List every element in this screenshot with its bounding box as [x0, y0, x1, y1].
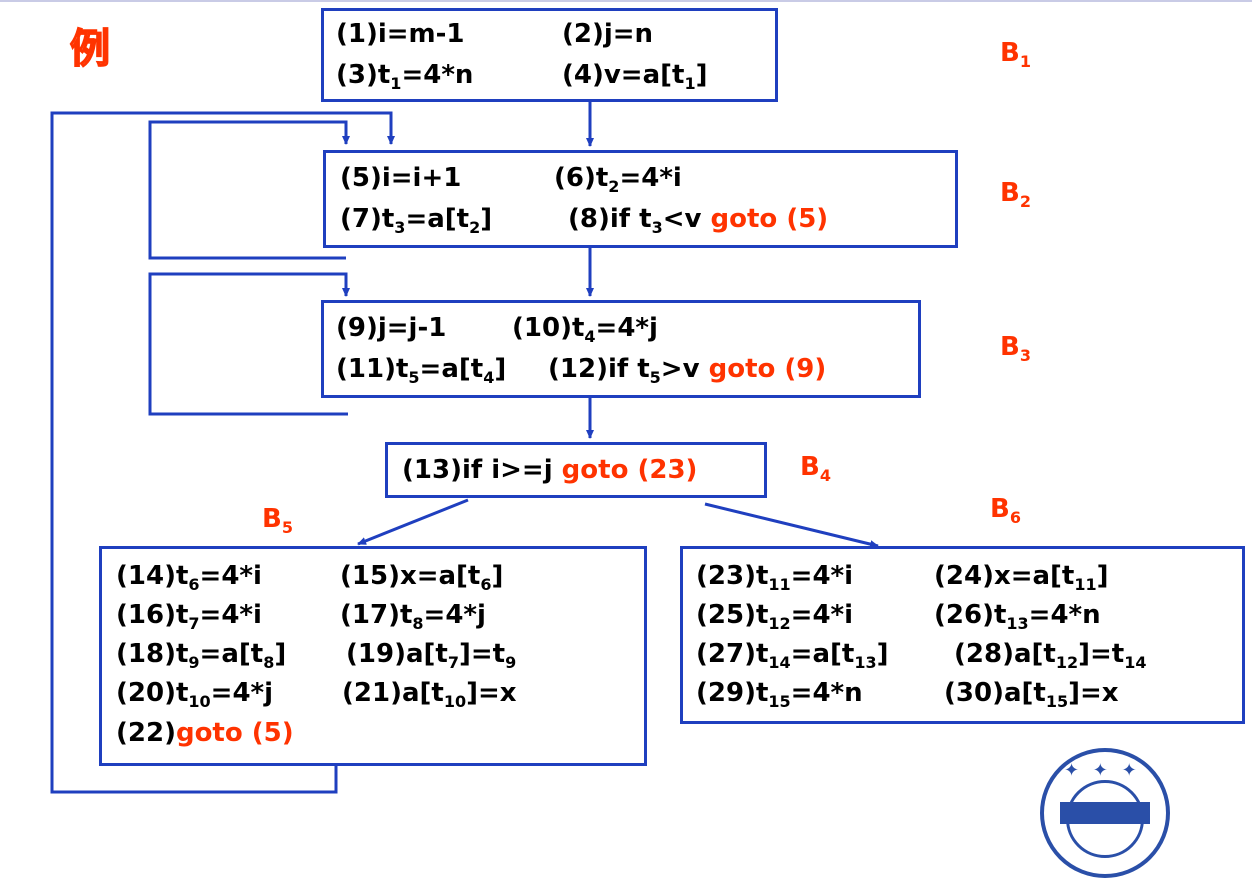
label-b5: B5 [262, 504, 293, 537]
stmt-8: (8)if t3<v goto (5) [568, 204, 829, 237]
b6-line-1: (23)t11=4*i (24)x=a[t11] [696, 561, 1109, 594]
edge-b4-b6 [704, 502, 879, 548]
stmt-10: (10)t4=4*j [512, 313, 658, 346]
university-seal-icon: ✦ ✦ ✦ [1040, 748, 1170, 878]
edge-b2-loop [148, 120, 350, 260]
example-label: 例 [69, 24, 111, 73]
stmt-19: (19)a[t7]=t9 [346, 639, 517, 672]
stmt-15: (15)x=a[t6] [340, 561, 504, 594]
stmt-12: (12)if t5>v goto (9) [548, 354, 827, 387]
seal-ornament: ✦ ✦ ✦ [1064, 760, 1141, 781]
label-b3: B3 [1000, 332, 1031, 365]
stmt-29: (29)t15=4*n [696, 678, 863, 711]
stmt-7: (7)t3=a[t2] [340, 204, 493, 237]
edge-b5-b2 [50, 111, 395, 794]
b3-line-1: (9)j=j-1 (10)t4=4*j [336, 313, 658, 345]
b5-line-3: (18)t9=a[t8] (19)a[t7]=t9 [116, 639, 516, 672]
block-b1 [321, 8, 778, 102]
b2-line-1: (5)i=i+1 (6)t2=4*i [340, 163, 682, 195]
goto-target-5-b5: goto (5) [175, 718, 294, 748]
stmt-27: (27)t14=a[t13] [696, 639, 889, 672]
stmt-16: (16)t7=4*i [116, 600, 262, 633]
flow-connectors [50, 102, 879, 794]
edge-b4-b5 [357, 498, 469, 546]
b2-line-2: (7)t3=a[t2] (8)if t3<v goto (5) [340, 204, 828, 237]
b3-line-2: (11)t5=a[t4] (12)if t5>v goto (9) [336, 354, 826, 387]
stmt-17: (17)t8=4*j [340, 600, 486, 633]
b6-line-3: (27)t14=a[t13] (28)a[t12]=t14 [696, 639, 1146, 672]
stmt-11: (11)t5=a[t4] [336, 354, 507, 387]
b1-line-2: (3)t1=4*n (4)v=a[t1] [336, 60, 707, 93]
stmt-5: (5)i=i+1 [340, 163, 462, 193]
stmt-26: (26)t13=4*n [934, 600, 1101, 633]
goto-target-23: goto (23) [561, 455, 698, 485]
stmt-1: (1)i=m-1 [336, 19, 465, 49]
b6-line-4: (29)t15=4*n (30)a[t15]=x [696, 678, 1119, 711]
block-b3 [321, 300, 921, 398]
stmt-24: (24)x=a[t11] [934, 561, 1109, 594]
block-b6 [680, 546, 1245, 724]
top-border-line [0, 0, 1252, 2]
stmt-6: (6)t2=4*i [554, 163, 682, 196]
stmt-21: (21)a[t10]=x [342, 678, 517, 711]
stmt-2: (2)j=n [562, 19, 654, 49]
stmt-3: (3)t1=4*n [336, 60, 474, 93]
stmt-22: (22)goto (5) [116, 718, 294, 748]
label-b2: B2 [1000, 178, 1031, 211]
b5-line-4: (20)t10=4*j (21)a[t10]=x [116, 678, 517, 711]
stmt-30: (30)a[t15]=x [944, 678, 1119, 711]
label-b6: B6 [990, 494, 1021, 527]
goto-target-9: goto (9) [708, 354, 827, 384]
block-b5 [99, 546, 647, 766]
goto-target-5: goto (5) [710, 204, 829, 234]
stmt-23: (23)t11=4*i [696, 561, 854, 594]
stmt-4: (4)v=a[t1] [562, 60, 708, 93]
stmt-18: (18)t9=a[t8] [116, 639, 287, 672]
edge-b3-loop [148, 272, 350, 416]
b5-line-2: (16)t7=4*i (17)t8=4*j [116, 600, 486, 633]
label-b1: B1 [1000, 38, 1031, 71]
block-b2 [323, 150, 958, 248]
b4-line-1: (13)if i>=j goto (23) [402, 455, 697, 485]
seal-band [1060, 802, 1150, 824]
stmt-13: (13)if i>=j goto (23) [402, 455, 698, 485]
stmt-14: (14)t6=4*i [116, 561, 262, 594]
stmt-28: (28)a[t12]=t14 [954, 639, 1147, 672]
stmt-25: (25)t12=4*i [696, 600, 854, 633]
label-b4: B4 [800, 452, 831, 485]
block-b4 [385, 442, 767, 498]
b5-line-5: (22)goto (5) [116, 718, 294, 748]
b1-line-1: (1)i=m-1 (2)j=n [336, 19, 653, 49]
stmt-20: (20)t10=4*j [116, 678, 274, 711]
b6-line-2: (25)t12=4*i (26)t13=4*n [696, 600, 1101, 633]
stmt-9: (9)j=j-1 [336, 313, 447, 343]
b5-line-1: (14)t6=4*i (15)x=a[t6] [116, 561, 503, 594]
